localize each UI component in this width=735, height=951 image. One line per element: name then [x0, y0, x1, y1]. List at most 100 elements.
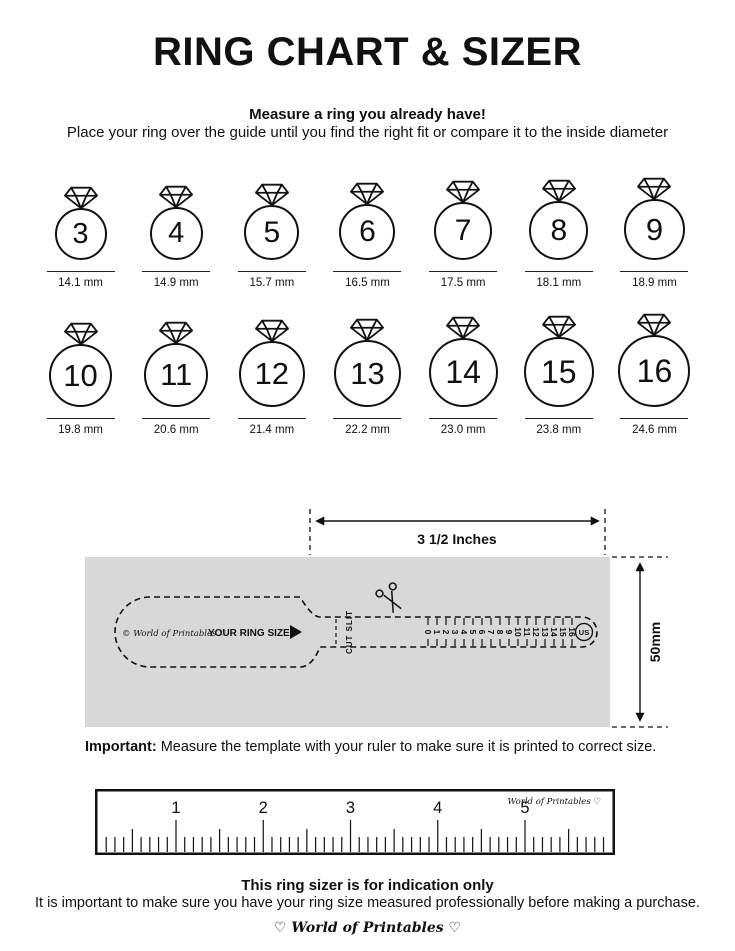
- your-ring-size-label: YOUR RING SIZE: [208, 628, 290, 639]
- diamond-icon: [446, 180, 481, 204]
- svg-text:9: 9: [504, 630, 514, 635]
- sizer-template-section: 3 1/2 Inches 50mm © World of Printables …: [0, 505, 735, 755]
- ring-size-number: 6: [359, 215, 376, 248]
- ring-size-number: 8: [550, 213, 568, 247]
- ring-size-item: 10 19.8 mm: [33, 321, 128, 436]
- ring-size-item: 12 21.4 mm: [224, 318, 319, 436]
- svg-text:13: 13: [540, 627, 550, 637]
- diameter-label: 16.5 mm: [345, 277, 390, 289]
- us-unit-label: US: [579, 628, 589, 637]
- diamond-icon: [350, 318, 385, 342]
- ring-size-circle: 14: [428, 338, 498, 407]
- diamond-icon: [63, 186, 98, 210]
- ring-size-number: 12: [254, 356, 290, 391]
- intro-text: Place your ring over the guide until you…: [66, 124, 669, 141]
- height-dimension-label: 50mm: [647, 622, 663, 662]
- ring-size-number: 5: [263, 215, 281, 249]
- diameter-label: 21.4 mm: [249, 424, 295, 436]
- diameter-line: [142, 271, 211, 272]
- diameter-label: 18.9 mm: [632, 277, 677, 289]
- diameter-line: [429, 418, 498, 419]
- svg-text:14: 14: [549, 627, 559, 637]
- diameter-label: 24.6 mm: [632, 424, 677, 436]
- ring-size-circle: 5: [244, 205, 300, 260]
- diameter-line: [620, 271, 689, 272]
- diameter-label: 14.1 mm: [58, 277, 103, 289]
- footer-brand: ♡ World of Printables ♡: [273, 920, 462, 936]
- cut-slit-label: CUT SLIT: [345, 610, 354, 654]
- footer-text: It is important to make sure you have yo…: [35, 895, 700, 911]
- diameter-line: [524, 418, 593, 419]
- ring-size-item: 3 14.1 mm: [33, 185, 128, 289]
- diameter-label: 20.6 mm: [153, 424, 199, 436]
- diameter-label: 19.8 mm: [58, 424, 103, 436]
- svg-text:1: 1: [432, 630, 442, 635]
- ruler-ticks: [105, 820, 605, 852]
- diameter-line: [142, 418, 211, 419]
- diameter-label: 22.2 mm: [345, 424, 390, 436]
- page-title: RING CHART & SIZER: [153, 30, 582, 74]
- diameter-label: 15.7 mm: [249, 277, 295, 289]
- svg-text:1: 1: [171, 799, 180, 817]
- svg-text:2: 2: [259, 799, 268, 817]
- svg-text:4: 4: [433, 799, 442, 817]
- svg-text:5: 5: [468, 630, 478, 635]
- diameter-label: 17.5 mm: [440, 277, 486, 289]
- ruler-outline: [95, 789, 615, 855]
- ring-size-number: 7: [454, 214, 472, 247]
- svg-text:12: 12: [531, 627, 541, 637]
- diameter-line: [524, 271, 593, 272]
- scissors-icon: [375, 582, 402, 613]
- svg-text:0: 0: [423, 630, 433, 635]
- ring-size-item: 9 18.9 mm: [607, 176, 702, 289]
- diamond-icon: [254, 319, 289, 343]
- ring-size-number: 4: [168, 217, 185, 249]
- diamond-icon: [541, 315, 576, 339]
- svg-text:3: 3: [450, 630, 460, 635]
- ring-size-circle: 4: [149, 207, 203, 260]
- diameter-line: [333, 271, 402, 272]
- diameter-line: [46, 418, 115, 419]
- ring-size-item: 5 15.7 mm: [224, 182, 319, 289]
- ring-size-circle: 6: [339, 204, 396, 260]
- diameter-line: [237, 271, 306, 272]
- sizer-brand: © World of Printables ♡: [122, 629, 227, 639]
- ruler-brand: World of Printables ♡: [508, 797, 602, 807]
- ring-size-number: 14: [445, 354, 481, 390]
- diamond-icon: [637, 177, 672, 201]
- sizer-cutout-outline: [114, 596, 598, 668]
- footer-heading: This ring sizer is for indication only: [241, 877, 494, 894]
- diameter-line: [46, 271, 115, 272]
- ring-size-circle: 7: [434, 202, 493, 260]
- svg-text:16: 16: [567, 627, 577, 637]
- diameter-line: [237, 418, 306, 419]
- ring-size-circle: 9: [623, 199, 685, 260]
- diameter-label: 23.0 mm: [440, 424, 486, 436]
- ring-size-circle: 12: [238, 341, 305, 407]
- diamond-icon: [254, 183, 289, 207]
- important-note: Important: Measure the template with you…: [85, 739, 656, 755]
- ring-size-item: 13 22.2 mm: [320, 317, 415, 436]
- diamond-icon: [159, 321, 194, 345]
- svg-text:8: 8: [495, 630, 505, 635]
- svg-text:6: 6: [477, 630, 487, 635]
- ring-size-circle: 13: [333, 340, 401, 407]
- svg-text:3: 3: [346, 799, 355, 817]
- sizer-diagram: 3 1/2 Inches 50mm © World of Printables …: [85, 509, 668, 728]
- diamond-icon: [63, 322, 98, 346]
- ring-size-number: 15: [540, 353, 577, 390]
- ring-size-number: 10: [63, 357, 98, 393]
- diameter-line: [429, 271, 498, 272]
- ring-size-circle: 3: [54, 208, 107, 260]
- svg-text:11: 11: [522, 628, 532, 637]
